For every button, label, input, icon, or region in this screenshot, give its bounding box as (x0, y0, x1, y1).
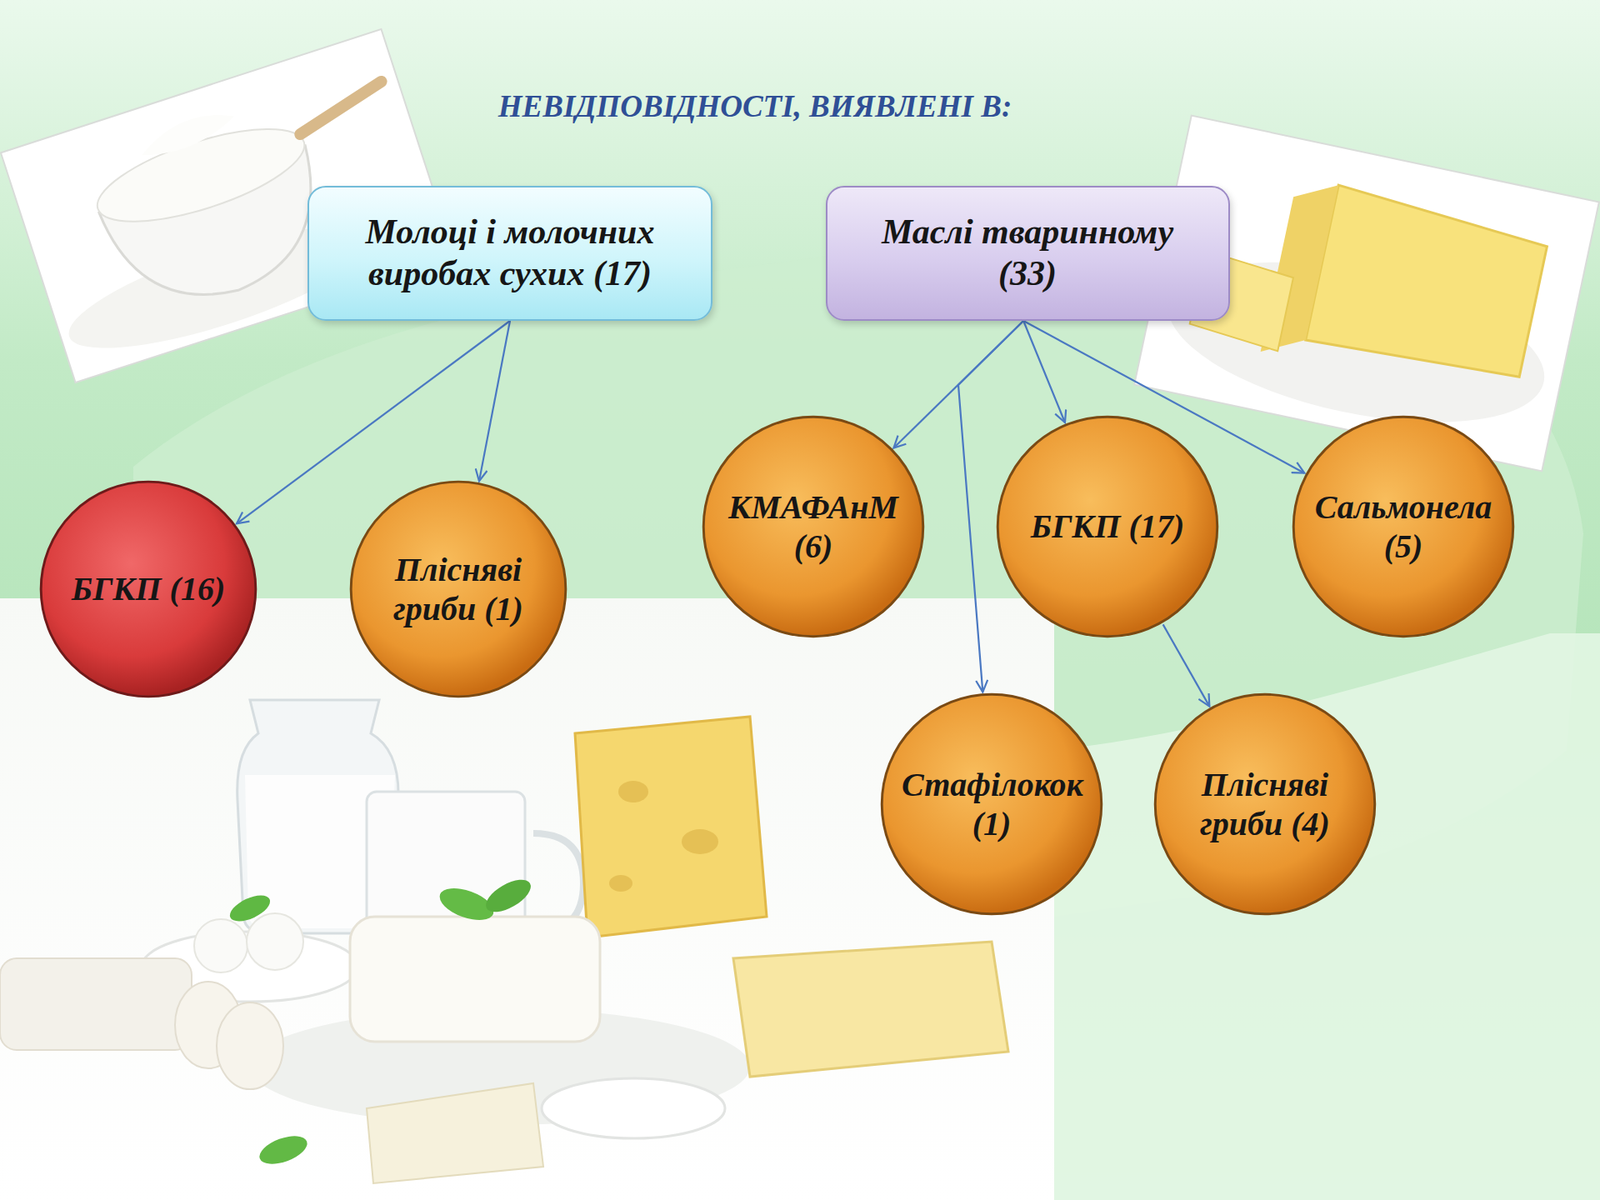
diagram-title: НЕВІДПОВІДНОСТІ, ВИЯВЛЕНІ В: (498, 88, 1012, 125)
node-text-group: БГКП (16) (71, 569, 225, 609)
circle-fill (703, 416, 924, 637)
category-box: Маслі тваринному (33) (825, 185, 1230, 321)
indicator-circle: Стафілокок (1) (879, 691, 1105, 917)
node-label: Сальмонела (5) (1313, 487, 1494, 566)
circle-fill (881, 694, 1102, 915)
indicator-circle: КМАФАнМ (6) (700, 414, 926, 640)
node-label: БГКП (16) (71, 569, 225, 609)
circle-fill (997, 416, 1218, 637)
spoon (292, 73, 390, 143)
node-label: БГКП (17) (1030, 506, 1185, 546)
mint-leaf (480, 873, 536, 919)
node-text-group: КМАФАнМ (6) (723, 487, 904, 566)
node-label: Молоці і молочних виробах сухих (17) (326, 211, 694, 295)
circle-shape (700, 414, 926, 640)
map-silhouette (1054, 633, 1600, 1200)
node-text-group: Плісняві гриби (4) (1175, 765, 1355, 844)
arrow-connector (1163, 624, 1210, 706)
circle-fill (1293, 416, 1514, 637)
category-box: Молоці і молочних виробах сухих (17) (307, 185, 713, 321)
mint-leaf (255, 1130, 311, 1170)
cream-bowl (541, 1078, 725, 1139)
circle-shape (1290, 414, 1516, 640)
node-text-group: Плісняві гриби (1) (370, 550, 547, 629)
cheese-slice (216, 1002, 284, 1090)
cheese-hole (681, 829, 719, 855)
mint-leaf (225, 890, 274, 927)
cheese-hole (618, 780, 649, 803)
butter-block (1305, 185, 1551, 385)
arrow-connector (1023, 320, 1065, 423)
powder-heap (135, 105, 240, 161)
butter-block (733, 941, 1009, 1077)
node-label: Плісняві гриби (1) (370, 550, 547, 629)
mozzarella (194, 919, 248, 973)
node-text-group: Молоці і молочних виробах сухих (17) (326, 211, 694, 295)
cheese-hole (609, 875, 633, 892)
indicator-circle: БГКП (16) (38, 479, 259, 700)
node-label: Маслі тваринному (33) (860, 211, 1195, 295)
circle-shape (348, 479, 569, 700)
circle-shape (1152, 691, 1378, 917)
cheese-wedge (575, 716, 767, 938)
mozzarella (246, 913, 304, 970)
node-text-group: БГКП (17) (1030, 506, 1185, 546)
circle-shape (879, 691, 1105, 917)
node-text-group: Сальмонела (5) (1313, 487, 1494, 566)
indicator-circle: БГКП (17) (995, 414, 1220, 640)
node-text-group: Стафілокок (1) (901, 765, 1082, 844)
node-label: Стафілокок (1) (901, 765, 1082, 844)
circle-fill (1155, 694, 1375, 915)
cheese-roll (0, 958, 192, 1050)
arrow-connector (479, 320, 510, 481)
node-text-group: Маслі тваринному (33) (860, 211, 1195, 295)
indicator-circle: Плісняві гриби (4) (1152, 691, 1378, 917)
indicator-circle: Плісняві гриби (1) (348, 479, 569, 700)
node-label: Плісняві гриби (4) (1175, 765, 1355, 844)
indicator-circle: Сальмонела (5) (1290, 414, 1516, 640)
white-cheese (350, 916, 600, 1042)
node-label: КМАФАнМ (6) (723, 487, 904, 566)
circle-fill (350, 481, 566, 697)
camembert (366, 1083, 544, 1184)
circle-fill (40, 481, 256, 697)
